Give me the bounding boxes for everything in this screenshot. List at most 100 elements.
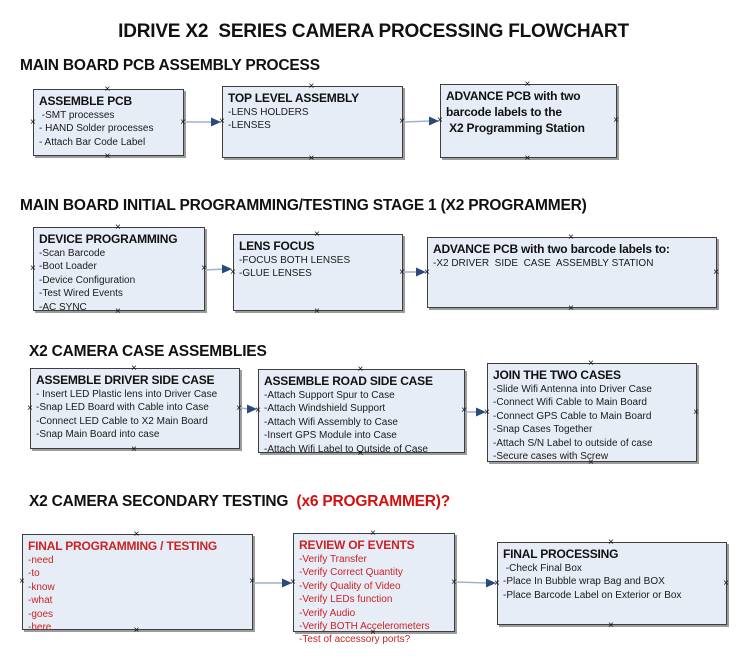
flow-step-box: JOIN THE TWO CASES -Slide Wifi Antenna in… [484,359,699,468]
flowchart-title: IDRIVE X2 SERIES CAMERA PROCESSING FLOWC… [118,21,629,42]
selection-handle-icon: × [290,576,296,588]
flow-step-title: LENS FOCUS [239,239,315,253]
flow-step-item: -Connect LED Cable to X2 Main Board [36,415,208,427]
selection-handle-icon: × [608,620,614,631]
selection-handle-icon: × [484,406,490,418]
flow-step-title: REVIEW OF EVENTS [299,538,415,552]
flow-step-item: -Attach Windshield Support [264,403,386,415]
selection-handle-icon: × [588,457,594,468]
flow-step-item: -Boot Loader [39,261,97,273]
section-heading-text: MAIN BOARD INITIAL PROGRAMMING/TESTING S… [20,197,587,214]
selection-handle-icon: × [30,263,36,274]
flow-step-box: FINAL PROGRAMMING / TESTING-need-to-know… [19,530,255,636]
flow-arrow [253,578,292,588]
flow-step-item: -Verify Correct Quantity [299,567,403,579]
selection-handle-icon: × [255,405,261,416]
selection-handle-icon: × [27,402,33,414]
flow-step-item: -Verify Quality of Video [299,580,401,592]
selection-handle-icon: × [568,303,574,314]
section-heading-text: X2 CAMERA SECONDARY TESTING [29,493,293,510]
section-heading-red-suffix: (x6 PROGRAMMER)? [292,493,451,510]
selection-handle-icon: × [524,153,531,164]
selection-handle-icon: × [723,577,729,589]
flow-step-item: -Connect Wifi Cable to Main Board [493,397,647,409]
selection-handle-icon: × [608,537,614,548]
selection-handle-icon: × [588,358,594,369]
flow-step-item: -goes [28,608,54,620]
flow-step-box: TOP LEVEL ASSEMBLY-LENS HOLDERS-LENSES××… [219,82,405,164]
flow-step-item: -SMT processes [39,110,115,121]
selection-handle-icon: × [314,306,320,317]
flow-step-item: -need [28,555,54,566]
flow-step-item: -Check Final Box [503,563,582,574]
flow-step-item: -Attach Wifi Assembly to Case [264,416,398,428]
selection-handle-icon: × [180,116,186,128]
flow-step-item: -Place Barcode Label on Exterior or Box [503,589,682,601]
selection-handle-icon: × [308,153,315,164]
flow-step-item: -Snap Main Board into case [36,429,160,441]
flow-step-title: ASSEMBLE ROAD SIDE CASE [264,374,433,388]
selection-handle-icon: × [494,577,500,589]
flow-step-item: - Insert LED Plastic lens into Driver Ca… [36,389,218,400]
selection-handle-icon: × [30,116,36,128]
flow-step-item: -Test Wired Events [39,288,123,300]
selection-handle-icon: × [115,222,121,233]
flow-step-item: -GLUE LENSES [239,268,312,280]
flow-step-item: - HAND Solder processes [39,123,154,135]
flow-step-item: -AC SYNC [39,301,87,313]
selection-handle-icon: × [399,266,405,278]
flow-step-box: FINAL PROCESSING -Check Final Box-Place … [494,538,729,631]
flow-arrow [402,116,439,126]
flow-arrow [454,578,496,588]
flow-step-item: -to [28,568,40,580]
section-heading: X2 CAMERA SECONDARY TESTING (x6 PROGRAMM… [29,493,450,511]
selection-handle-icon: × [713,266,719,278]
flow-step-title: FINAL PROGRAMMING / TESTING [28,539,218,553]
selection-handle-icon: × [219,116,225,127]
flow-step-item: -Verify Audio [299,607,356,619]
selection-handle-icon: × [131,363,137,374]
flow-arrow [204,264,232,274]
flow-step-item: -LENSES [228,120,271,132]
selection-handle-icon: × [230,266,236,278]
flow-step-item: -Connect GPS Cable to Main Board [493,410,652,422]
selection-handle-icon: × [133,529,140,540]
flow-step-item: -Place In Bubble wrap Bag and BOX [503,576,665,588]
flow-step-item: -Insert GPS Module into Case [264,430,397,442]
flow-step-item: -Attach Wifi Label to Outside of Case [264,443,428,455]
selection-handle-icon: × [370,528,376,539]
flow-step-title: ADVANCE PCB with two barcode labels to t… [446,89,585,135]
flow-step-item: -Verify BOTH Accelerometers [299,621,430,633]
flow-step-title: JOIN THE TWO CASES [493,368,621,382]
selection-handle-icon: × [693,406,699,418]
selection-handle-icon: × [314,229,320,240]
flow-step-box: ASSEMBLE PCB -SMT processes- HAND Solder… [30,85,186,162]
section-heading-text: MAIN BOARD PCB ASSEMBLY PROCESS [20,57,320,74]
selection-handle-icon: × [19,576,25,587]
selection-handle-icon: × [437,115,443,126]
flow-step-item: -Test of accessory ports? [299,634,411,646]
selection-handle-icon: × [249,576,255,587]
section-heading: MAIN BOARD INITIAL PROGRAMMING/TESTING S… [20,197,587,215]
selection-handle-icon: × [451,576,457,588]
flow-step-item: -Snap LED Board with Cable into Case [36,402,209,414]
flow-step-title: DEVICE PROGRAMMING [39,232,178,246]
selection-handle-icon: × [524,79,531,90]
flow-step-item: -here [28,622,52,634]
flow-step-box: DEVICE PROGRAMMING-Scan Barcode-Boot Loa… [30,223,207,317]
selection-handle-icon: × [115,306,121,317]
selection-handle-icon: × [370,627,376,638]
selection-handle-icon: × [104,151,111,162]
flow-step-title: ADVANCE PCB with two barcode labels to: [433,242,670,256]
selection-handle-icon: × [201,263,207,274]
flow-step-title: TOP LEVEL ASSEMBLY [228,91,359,105]
flow-step-item: -Snap Cases Together [493,424,593,436]
flow-step-item: -LENS HOLDERS [228,107,309,118]
flow-step-item: -Attach Support Spur to Case [264,390,395,401]
flow-step-box: ADVANCE PCB with two barcode labels to t… [437,80,619,164]
selection-handle-icon: × [568,232,574,243]
section-heading-text: X2 CAMERA CASE ASSEMBLIES [29,343,267,360]
flow-step-item: -Device Configuration [39,274,136,286]
flow-step-item: -Slide Wifi Antenna into Driver Case [493,384,652,395]
